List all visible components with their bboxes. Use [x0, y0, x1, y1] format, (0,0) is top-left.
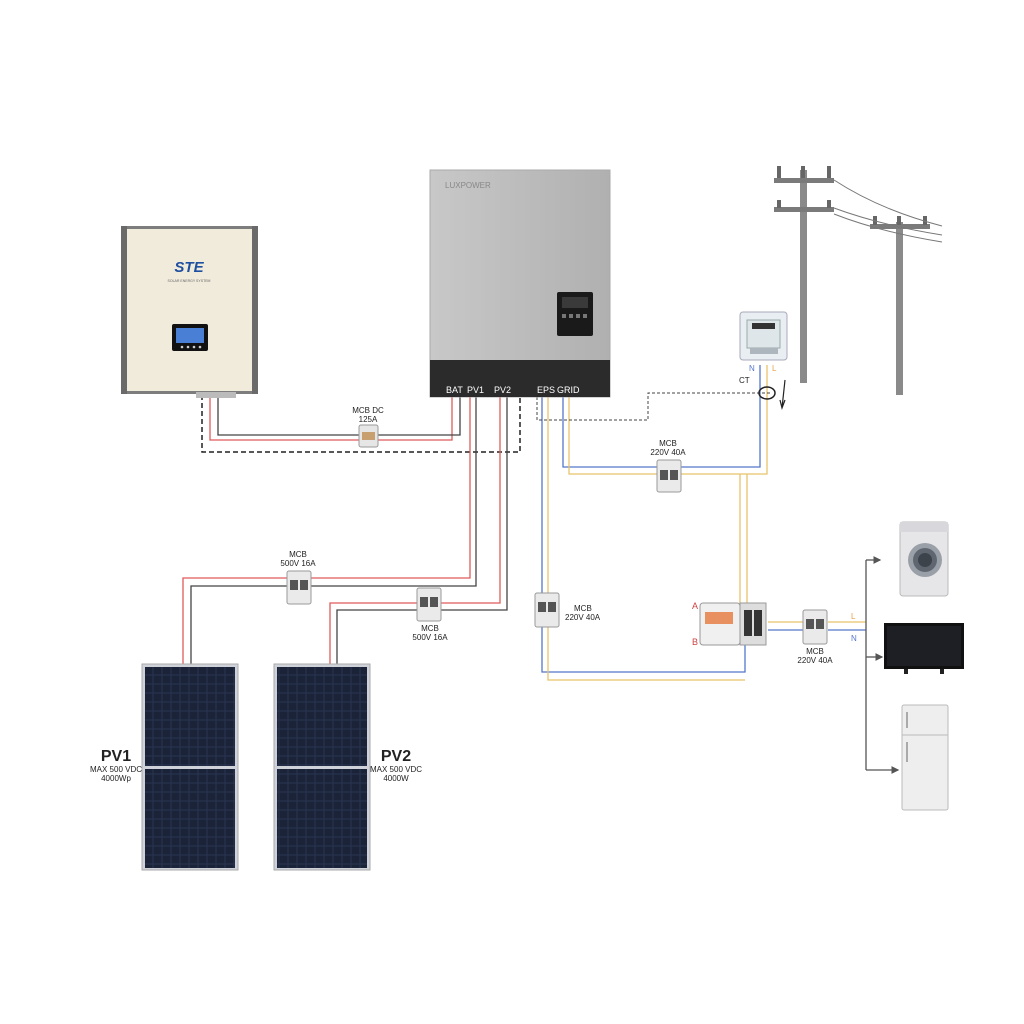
meter-n-label: N	[749, 364, 755, 373]
mcb-eps: MCB 220V 40A	[534, 592, 601, 628]
pv2-spec2: 4000W	[383, 774, 409, 783]
pv1-spec2: 4000Wp	[101, 774, 131, 783]
mcb-pv1-title: MCB	[289, 550, 307, 559]
pv2-spec1: MAX 500 VDC	[370, 765, 422, 774]
ats-a-label: A	[692, 601, 698, 611]
mcb-pv1: MCB 500V 16A	[280, 550, 316, 605]
mcb-dc-title: MCB DC	[352, 406, 384, 415]
eps-line-wire	[547, 397, 745, 681]
battery-unit: STE SOLAR ENERGY SYSTEM	[121, 226, 258, 398]
mcb-load-rating: 220V 40A	[797, 656, 833, 665]
port-pv1: PV1	[467, 385, 484, 395]
pv1-negative-wire	[190, 397, 477, 668]
load-n-label: N	[851, 634, 857, 643]
mcb-pv2-rating: 500V 16A	[412, 633, 448, 642]
battery-negative-wire	[217, 395, 461, 436]
mcb-grid: MCB 220V 40A	[650, 439, 686, 493]
battery-comm-cable	[201, 395, 521, 453]
battery-logo: STE SOLAR ENERGY SYSTEM	[168, 259, 211, 283]
battery-connectors	[196, 392, 236, 398]
mcb-pv1-rating: 500V 16A	[280, 559, 316, 568]
meter-l-label: L	[772, 364, 777, 373]
mcb-pv2-title: MCB	[421, 624, 439, 633]
wires	[182, 365, 900, 774]
washing-machine-icon	[899, 521, 949, 597]
load-l-label: L	[851, 612, 856, 621]
port-bat: BAT	[446, 385, 463, 395]
mcb-eps-title: MCB	[574, 604, 592, 613]
inverter-brand: LUXPOWER	[445, 181, 491, 190]
mcb-grid-rating: 220V 40A	[650, 448, 686, 457]
mcb-dc-rating: 125A	[359, 415, 378, 424]
pv1-spec1: MAX 500 VDC	[90, 765, 142, 774]
mcb-dc: MCB DC 125A	[352, 406, 384, 448]
ats-b-label: B	[692, 637, 698, 647]
tv-icon	[884, 623, 964, 674]
pv1-positive-wire	[182, 397, 471, 668]
battery-positive-wire	[209, 395, 453, 441]
pv2-solar-panel-icon	[273, 663, 371, 871]
ct-cable	[536, 392, 770, 421]
mcb-load-title: MCB	[806, 647, 824, 656]
mcb-pv2: MCB 500V 16A	[412, 587, 448, 642]
pv1-label: PV1 MAX 500 VDC 4000Wp	[90, 748, 142, 783]
port-eps: EPS	[537, 385, 555, 395]
ct-label: CT	[739, 376, 750, 385]
utility-pole-icon	[774, 166, 943, 395]
pv2-name: PV2	[381, 748, 411, 765]
ct-sensor-icon: CT	[739, 376, 786, 411]
battery-brand: STE	[174, 259, 204, 276]
mcb-load: MCB 220V 40A L N	[797, 609, 857, 665]
energy-meter-icon: N L	[739, 311, 788, 373]
battery-subtitle: SOLAR ENERGY SYSTEM	[168, 279, 211, 283]
pv1-solar-panel-icon	[141, 663, 239, 871]
pv1-name: PV1	[101, 748, 131, 765]
ats-switch: A B	[692, 601, 767, 647]
port-pv2: PV2	[494, 385, 511, 395]
port-grid: GRID	[557, 385, 580, 395]
pv2-label: PV2 MAX 500 VDC 4000W	[370, 748, 422, 783]
mcb-grid-title: MCB	[659, 439, 677, 448]
pv2-positive-wire	[329, 397, 501, 668]
inverter-unit: LUXPOWER BAT PV1 PV2 EPS GRID	[429, 169, 611, 398]
eps-neutral-wire	[541, 397, 746, 673]
mcb-eps-rating: 220V 40A	[565, 613, 601, 622]
refrigerator-icon	[901, 704, 949, 811]
